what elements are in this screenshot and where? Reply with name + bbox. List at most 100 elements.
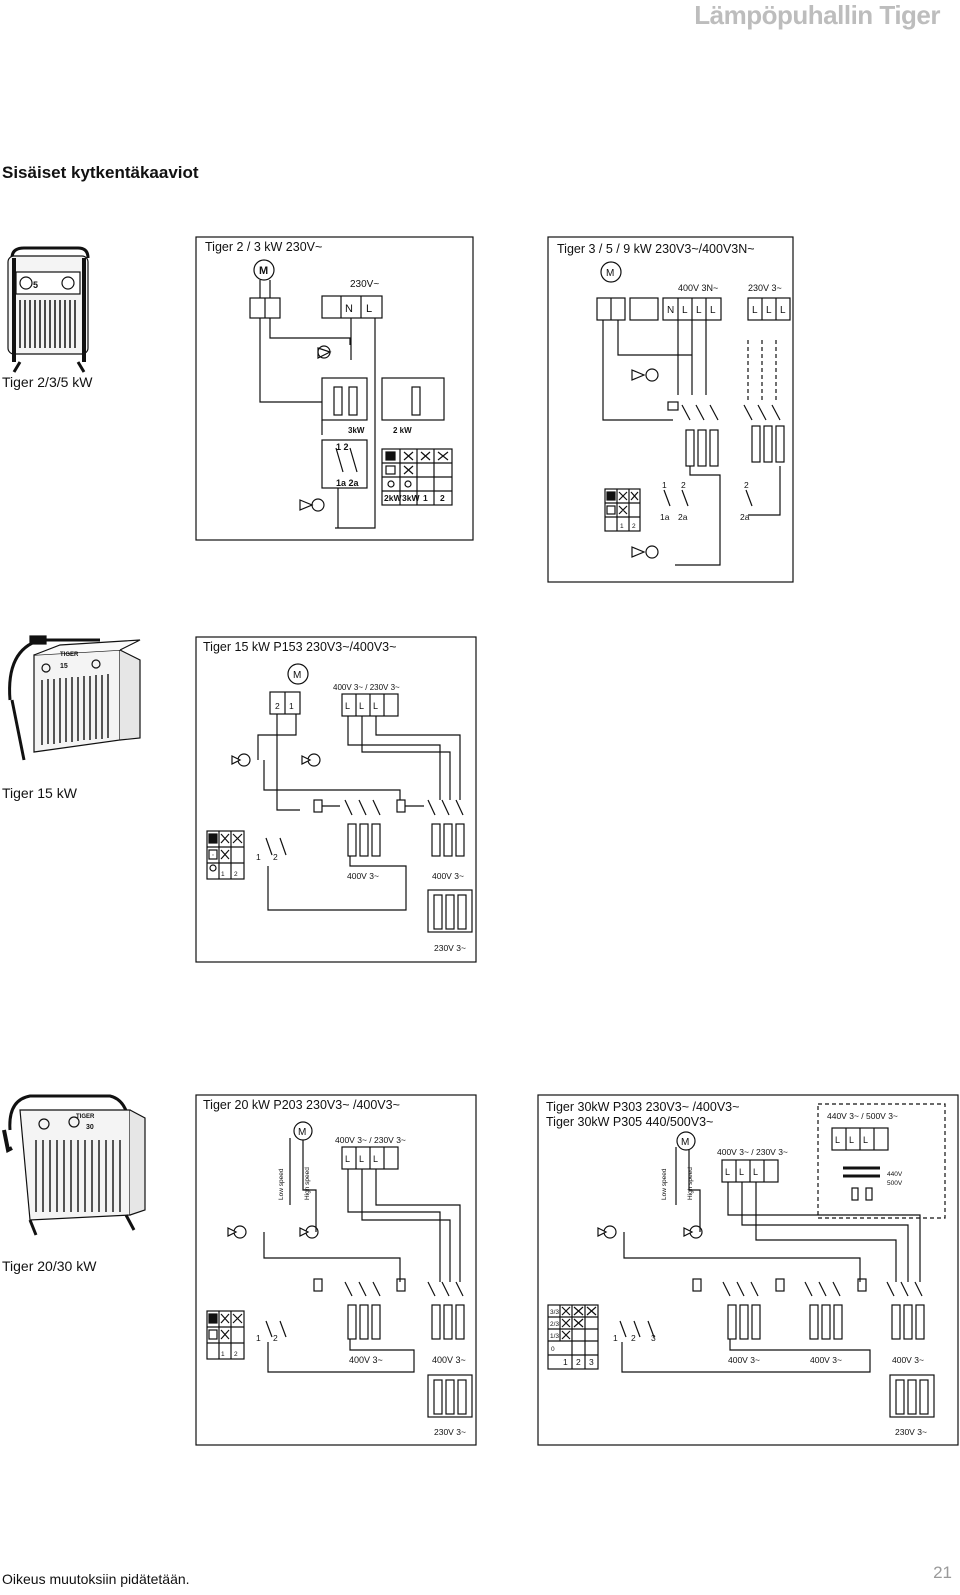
d5-table-1: 1: [563, 1357, 568, 1367]
diagram-1-frame: [195, 236, 474, 541]
d4-l1: L: [345, 1154, 350, 1164]
d5-sw-1: 1: [613, 1333, 618, 1343]
d1-pos12-label: 1 2: [336, 442, 349, 452]
diagram-4-frame: [195, 1094, 477, 1446]
page-header-title: Lämpöpuhallin Tiger: [694, 0, 940, 30]
d5-high-speed: High speed: [687, 1167, 694, 1200]
d4-sw-1: 1: [256, 1333, 261, 1343]
d5-motor-symbol: [676, 1131, 696, 1151]
heater-illustration-large: [2, 1094, 146, 1236]
d4-supply: 400V 3~ / 230V 3~: [335, 1135, 406, 1145]
heater-label-large: Tiger 20/30 kW: [2, 1258, 97, 1274]
d5-l2: L: [739, 1167, 744, 1177]
heater-small-badge: 5: [33, 280, 38, 290]
d4-l2: L: [359, 1154, 364, 1164]
d1-table-3kw: 3kW: [402, 493, 420, 503]
d2-motor-symbol: [600, 261, 622, 283]
d5-title-1: Tiger 30kW P303 230V3~ /400V3~: [546, 1100, 739, 1114]
heater-large-badge: 30: [86, 1124, 94, 1131]
d2-p2: 2: [681, 480, 686, 490]
d5-low-speed: Low speed: [661, 1168, 668, 1200]
d2-table-2: 2: [632, 523, 636, 530]
d3-l1: L: [345, 701, 350, 711]
d2-table-1: 1: [620, 523, 624, 530]
d3-motor-symbol: [287, 663, 309, 685]
d2-p1a: 1a: [660, 512, 670, 522]
page-number: 21: [933, 1563, 952, 1582]
d1-title: Tiger 2 / 3 kW 230V~: [205, 240, 322, 254]
d5-step-13: 1/3: [550, 1333, 559, 1340]
d5-v230: 230V 3~: [895, 1427, 927, 1437]
d2-supply2: 230V 3~: [748, 283, 782, 293]
heater-large-brand: TIGER: [76, 1114, 95, 1120]
d5-l1: L: [725, 1167, 730, 1177]
d5-step-0: 0: [551, 1346, 555, 1353]
d5-table-3: 3: [589, 1357, 594, 1367]
heater-label-mid: Tiger 15 kW: [2, 785, 77, 801]
d4-v400b: 400V 3~: [432, 1355, 466, 1365]
d5-l5: L: [849, 1135, 854, 1145]
heater-illustration-small: [7, 246, 90, 373]
d1-table-2: 2: [440, 493, 445, 503]
diagram-5-frame: [537, 1094, 959, 1446]
d2-motor-label: M: [606, 268, 614, 279]
d3-v400b: 400V 3~: [432, 871, 464, 881]
d4-sw-2: 2: [273, 1333, 278, 1343]
d3-table-1: 1: [221, 871, 225, 878]
d2-l6: L: [780, 305, 786, 316]
d2-l2: L: [696, 305, 702, 316]
d2-l4: L: [752, 305, 758, 316]
heater-mid-badge: 15: [60, 663, 68, 670]
d3-term-1: 1: [289, 701, 294, 711]
d4-low-speed: Low speed: [278, 1168, 285, 1200]
d5-v400c: 400V 3~: [892, 1355, 924, 1365]
d3-v400a: 400V 3~: [347, 871, 379, 881]
d5-sw-3: 3: [651, 1333, 656, 1343]
d5-motor-label: M: [681, 1137, 689, 1148]
d2-l1: L: [682, 305, 688, 316]
d1-l-label: L: [366, 303, 372, 315]
d4-v230: 230V 3~: [434, 1427, 466, 1437]
d5-alt-500: 500V: [887, 1180, 903, 1187]
d5-sw-2: 2: [631, 1333, 636, 1343]
d5-supply-alt: 440V 3~ / 500V 3~: [827, 1111, 898, 1121]
d2-title: Tiger 3 / 5 / 9 kW 230V3~/400V3N~: [557, 242, 755, 256]
d2-p2b: 2: [744, 480, 749, 490]
d2-l5: L: [766, 305, 772, 316]
heater-mid-brand: TIGER: [60, 652, 79, 658]
heater-illustration-mid: [8, 635, 141, 761]
d3-l3: L: [373, 701, 378, 711]
d4-motor-label: M: [298, 1127, 306, 1138]
d3-sw-2: 2: [273, 852, 278, 862]
d3-v230: 230V 3~: [434, 943, 466, 953]
d2-supply1: 400V 3N~: [678, 283, 718, 293]
d1-table-1: 1: [423, 493, 428, 503]
d1-motor-label: M: [259, 265, 268, 277]
d1-table-2kw: 2kW: [384, 493, 402, 503]
d5-supply: 400V 3~ / 230V 3~: [717, 1147, 788, 1157]
d4-l3: L: [373, 1154, 378, 1164]
d4-table-2: 2: [234, 1351, 238, 1358]
d2-l3: L: [710, 305, 716, 316]
d5-step-23: 2/3: [550, 1321, 559, 1328]
d5-table-2: 2: [576, 1357, 581, 1367]
d1-motor-symbol: [253, 259, 275, 281]
d5-l4: L: [835, 1135, 840, 1145]
d1-kw3-label: 3kW: [348, 426, 365, 435]
d3-term-2: 2: [275, 701, 280, 711]
d3-table-2: 2: [234, 871, 238, 878]
d5-alt-supply-box: [817, 1103, 946, 1219]
d5-v400b: 400V 3~: [810, 1355, 842, 1365]
heater-label-small: Tiger 2/3/5 kW: [2, 374, 93, 390]
diagram-3-frame: [195, 636, 477, 963]
footer-note: Oikeus muutoksiin pidätetään.: [2, 1571, 190, 1587]
d2-p1: 1: [662, 480, 667, 490]
d2-n-label: N: [667, 305, 674, 316]
diagram-2-frame: [547, 236, 794, 583]
d4-title: Tiger 20 kW P203 230V3~ /400V3~: [203, 1098, 400, 1112]
d3-supply: 400V 3~ / 230V 3~: [333, 683, 400, 692]
d1-n-label: N: [345, 303, 353, 315]
d1-pos1a2a-label: 1a 2a: [336, 478, 360, 488]
d2-p2ab: 2a: [740, 512, 750, 522]
